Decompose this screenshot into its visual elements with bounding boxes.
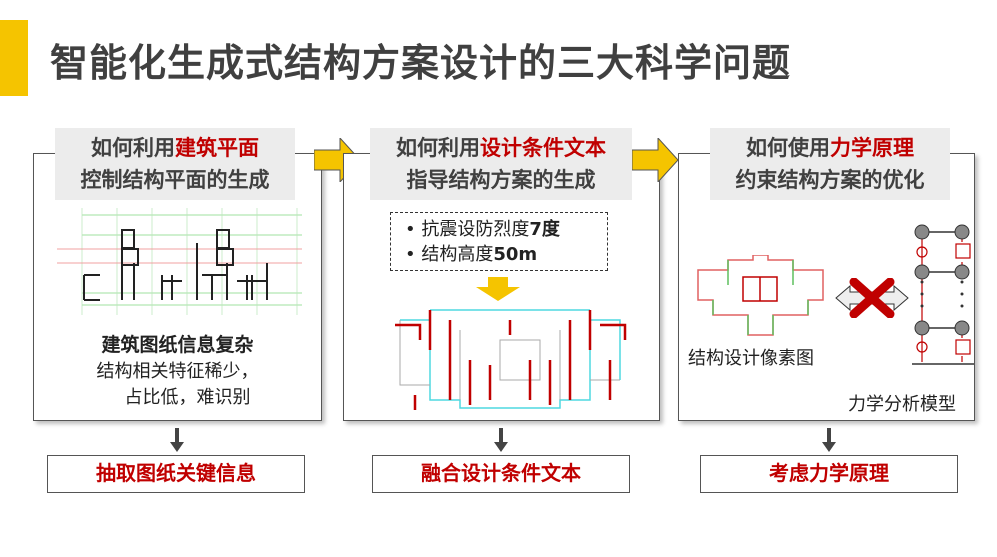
architectural-floor-plan-drawing bbox=[57, 208, 302, 315]
condition-label: 抗震设防烈度 bbox=[421, 219, 530, 240]
panel-3-question: 如何使用力学原理 约束结构方案的优化 bbox=[710, 128, 950, 200]
down-arrow-icon bbox=[170, 428, 184, 452]
mechanics-model-label: 力学分析模型 bbox=[848, 394, 956, 415]
question-highlight: 设计条件文本 bbox=[480, 136, 606, 160]
page-title: 智能化生成式结构方案设计的三大科学问题 bbox=[50, 41, 792, 85]
question-prefix: 如何使用 bbox=[746, 136, 830, 160]
pixel-image-label: 结构设计像素图 bbox=[688, 348, 814, 369]
condition-item: • 结构高度50m bbox=[405, 244, 538, 265]
right-arrow-icon bbox=[632, 138, 678, 182]
down-arrow-icon bbox=[494, 428, 508, 452]
down-arrow-yellow-icon bbox=[476, 277, 520, 301]
panel-1-question: 如何利用建筑平面 控制结构平面的生成 bbox=[55, 128, 295, 200]
structural-pixel-image bbox=[697, 255, 824, 336]
question-prefix: 如何利用 bbox=[91, 136, 175, 160]
condition-value: 50m bbox=[493, 244, 538, 265]
condition-item: • 抗震设防烈度7度 bbox=[405, 219, 560, 240]
note-line1: 结构相关特征稀少， bbox=[96, 361, 259, 382]
question-line2: 指导结构方案的生成 bbox=[406, 168, 596, 192]
panel-2-question: 如何利用设计条件文本 指导结构方案的生成 bbox=[370, 128, 632, 200]
question-line2: 控制结构平面的生成 bbox=[80, 168, 270, 192]
structural-plan-drawing bbox=[395, 309, 627, 410]
question-line2: 约束结构方案的优化 bbox=[735, 168, 925, 192]
down-arrow-icon bbox=[822, 428, 836, 452]
condition-value: 7度 bbox=[529, 219, 560, 240]
answer-fuse-text: 融合设计条件文本 bbox=[372, 455, 630, 493]
question-highlight: 建筑平面 bbox=[175, 136, 259, 160]
question-prefix: 如何利用 bbox=[396, 136, 480, 160]
mechanics-analysis-model bbox=[912, 224, 974, 365]
not-equivalent-icon bbox=[835, 278, 909, 318]
answer-mechanics: 考虑力学原理 bbox=[700, 455, 958, 493]
condition-label: 结构高度 bbox=[421, 244, 494, 265]
answer-extract-info: 抽取图纸关键信息 bbox=[47, 455, 305, 493]
note-bold: 建筑图纸信息复杂 bbox=[101, 334, 254, 356]
title-accent-bar bbox=[0, 20, 28, 96]
design-conditions-box: • 抗震设防烈度7度 • 结构高度50m bbox=[390, 212, 608, 271]
question-highlight: 力学原理 bbox=[830, 136, 914, 160]
note-line2: 占比低，难识别 bbox=[124, 387, 251, 408]
